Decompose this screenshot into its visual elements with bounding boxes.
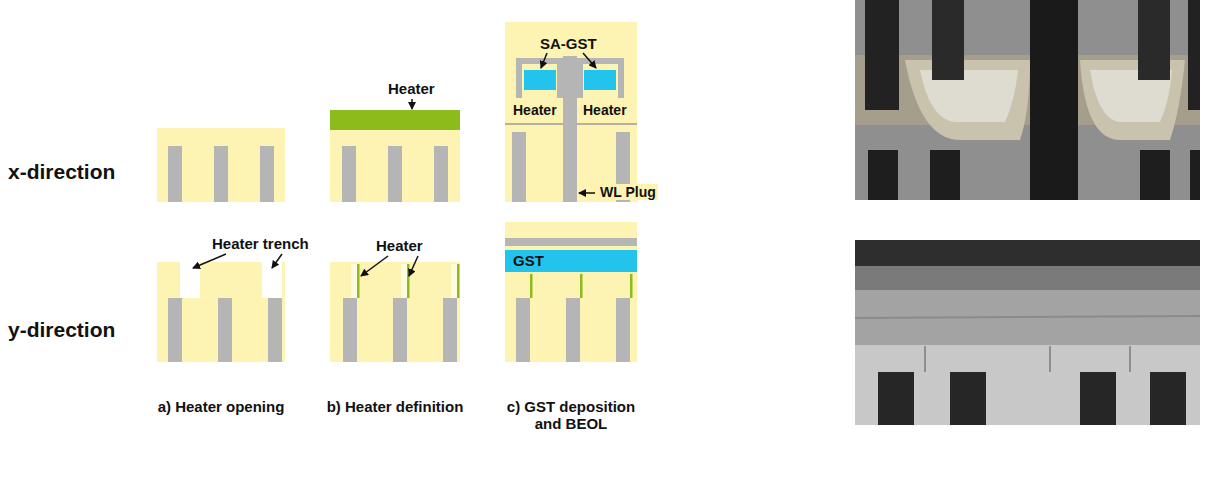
- step-caption: c) GST deposition and BEOL: [496, 398, 646, 433]
- cross-section-b-y: [330, 256, 460, 362]
- part-label: Heater trench: [212, 235, 309, 252]
- part-label: Heater: [513, 102, 557, 118]
- part-label: SA-GST: [538, 35, 599, 52]
- cross-section-c-y: [505, 222, 637, 362]
- part-label: Heater: [388, 80, 435, 97]
- tem-image-y: [855, 240, 1200, 425]
- tem-image-x: [855, 0, 1200, 200]
- layer-label: GST: [513, 252, 629, 270]
- part-label: WL Plug: [598, 184, 658, 200]
- step-caption: b) Heater definition: [310, 398, 480, 415]
- cross-section-c-x: [505, 22, 637, 202]
- row-label: x-direction: [8, 160, 115, 184]
- part-label: Heater: [583, 102, 627, 118]
- cross-section-a-y: [157, 254, 285, 362]
- cross-section-a-x: [157, 128, 285, 202]
- step-caption: a) Heater opening: [136, 398, 306, 415]
- row-label: y-direction: [8, 318, 115, 342]
- gst-layer-band: GST: [505, 250, 637, 272]
- part-label: Heater: [376, 237, 423, 254]
- cross-section-b-x: [330, 99, 460, 202]
